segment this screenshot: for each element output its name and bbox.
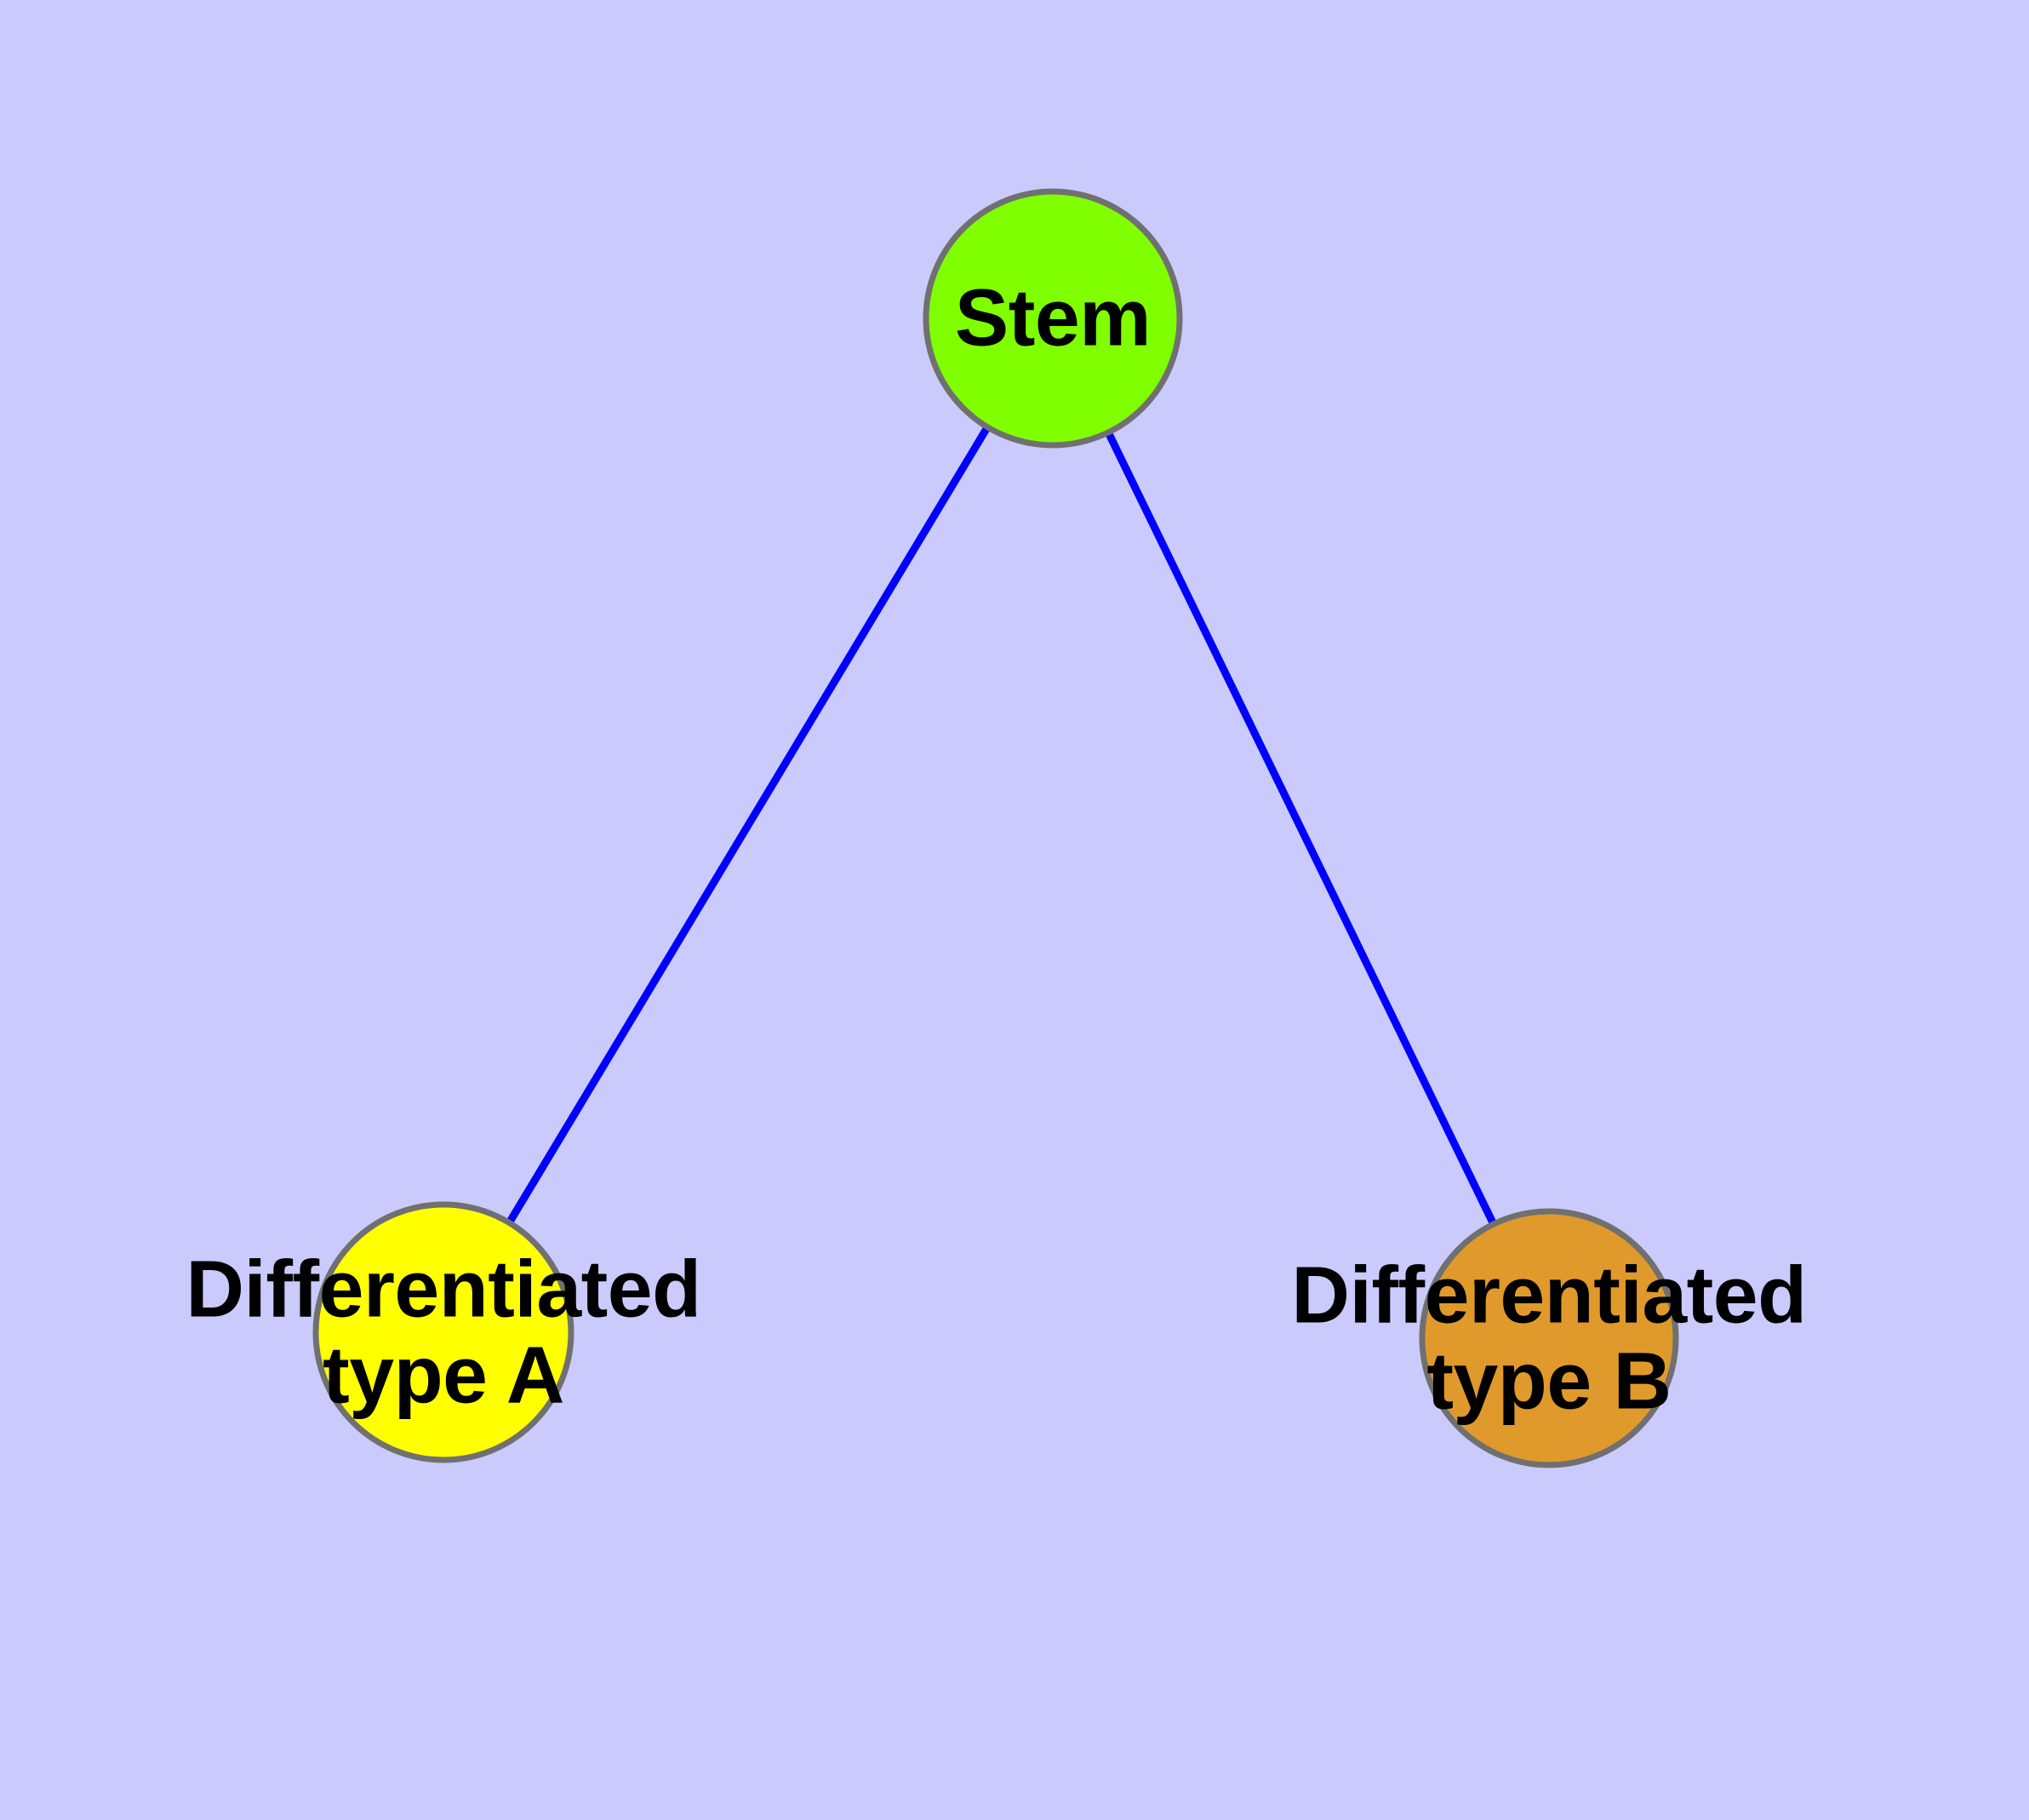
graph-edge[interactable]	[506, 425, 992, 1225]
node-layer	[312, 188, 1679, 1468]
graph-node-diff_b[interactable]	[1419, 1208, 1679, 1468]
graph-edge[interactable]	[1105, 431, 1497, 1226]
graph-node-stem[interactable]	[923, 188, 1183, 449]
graph-node-diff_a[interactable]	[312, 1201, 574, 1463]
edge-layer	[506, 425, 1497, 1226]
